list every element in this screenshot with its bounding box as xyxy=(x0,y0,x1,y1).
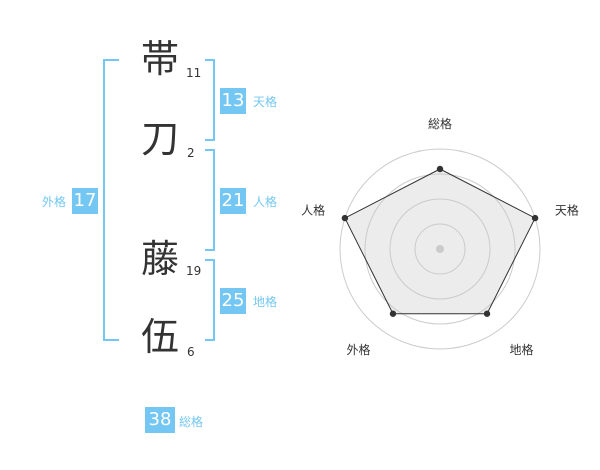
ten-kaku-label: 天格 xyxy=(253,95,278,109)
jin-kaku-label: 人格 xyxy=(253,195,278,209)
stroke-count-4: 6 xyxy=(187,345,195,359)
gai-kaku-label: 外格 xyxy=(42,195,67,209)
stroke-count-2: 2 xyxy=(187,146,195,160)
name-char-4: 伍 xyxy=(141,315,180,359)
radar-series-polygon xyxy=(344,168,536,315)
radar-grid-ring-2 xyxy=(389,198,491,300)
radar-point-4 xyxy=(389,310,397,317)
radar-grid-ring-1 xyxy=(414,223,466,275)
radar-point-3 xyxy=(483,310,491,317)
ten-kaku-value: 13 xyxy=(220,88,246,114)
radar-axis-label-1: 総格 xyxy=(428,116,452,131)
gai-kaku-value: 17 xyxy=(72,188,98,214)
radar-point-5 xyxy=(341,214,349,222)
gai-bracket xyxy=(103,59,119,341)
radar-axis-label-3: 地格 xyxy=(509,342,533,357)
sou-kaku-value: 38 xyxy=(145,407,175,433)
chi-bracket xyxy=(205,259,215,341)
chi-kaku-label: 地格 xyxy=(253,295,278,309)
radar-center-dot xyxy=(436,245,444,253)
sou-kaku-label: 総格 xyxy=(179,415,204,429)
name-char-2: 刀 xyxy=(141,117,180,161)
radar-axis-label-4: 外格 xyxy=(347,342,371,357)
radar-axis-label-2: 天格 xyxy=(555,202,579,217)
radar-grid-ring-3 xyxy=(364,173,516,325)
name-char-3: 藤 xyxy=(141,237,180,281)
stroke-count-3: 19 xyxy=(186,264,202,278)
radar-point-2 xyxy=(531,214,539,222)
jin-bracket xyxy=(205,149,215,251)
ten-bracket xyxy=(205,59,215,141)
radar-axis-label-5: 人格 xyxy=(301,202,325,217)
radar-point-1 xyxy=(436,165,444,173)
chi-kaku-value: 25 xyxy=(220,288,246,314)
name-char-1: 帯 xyxy=(141,37,180,81)
stroke-count-1: 11 xyxy=(186,66,202,80)
jin-kaku-value: 21 xyxy=(220,188,246,214)
